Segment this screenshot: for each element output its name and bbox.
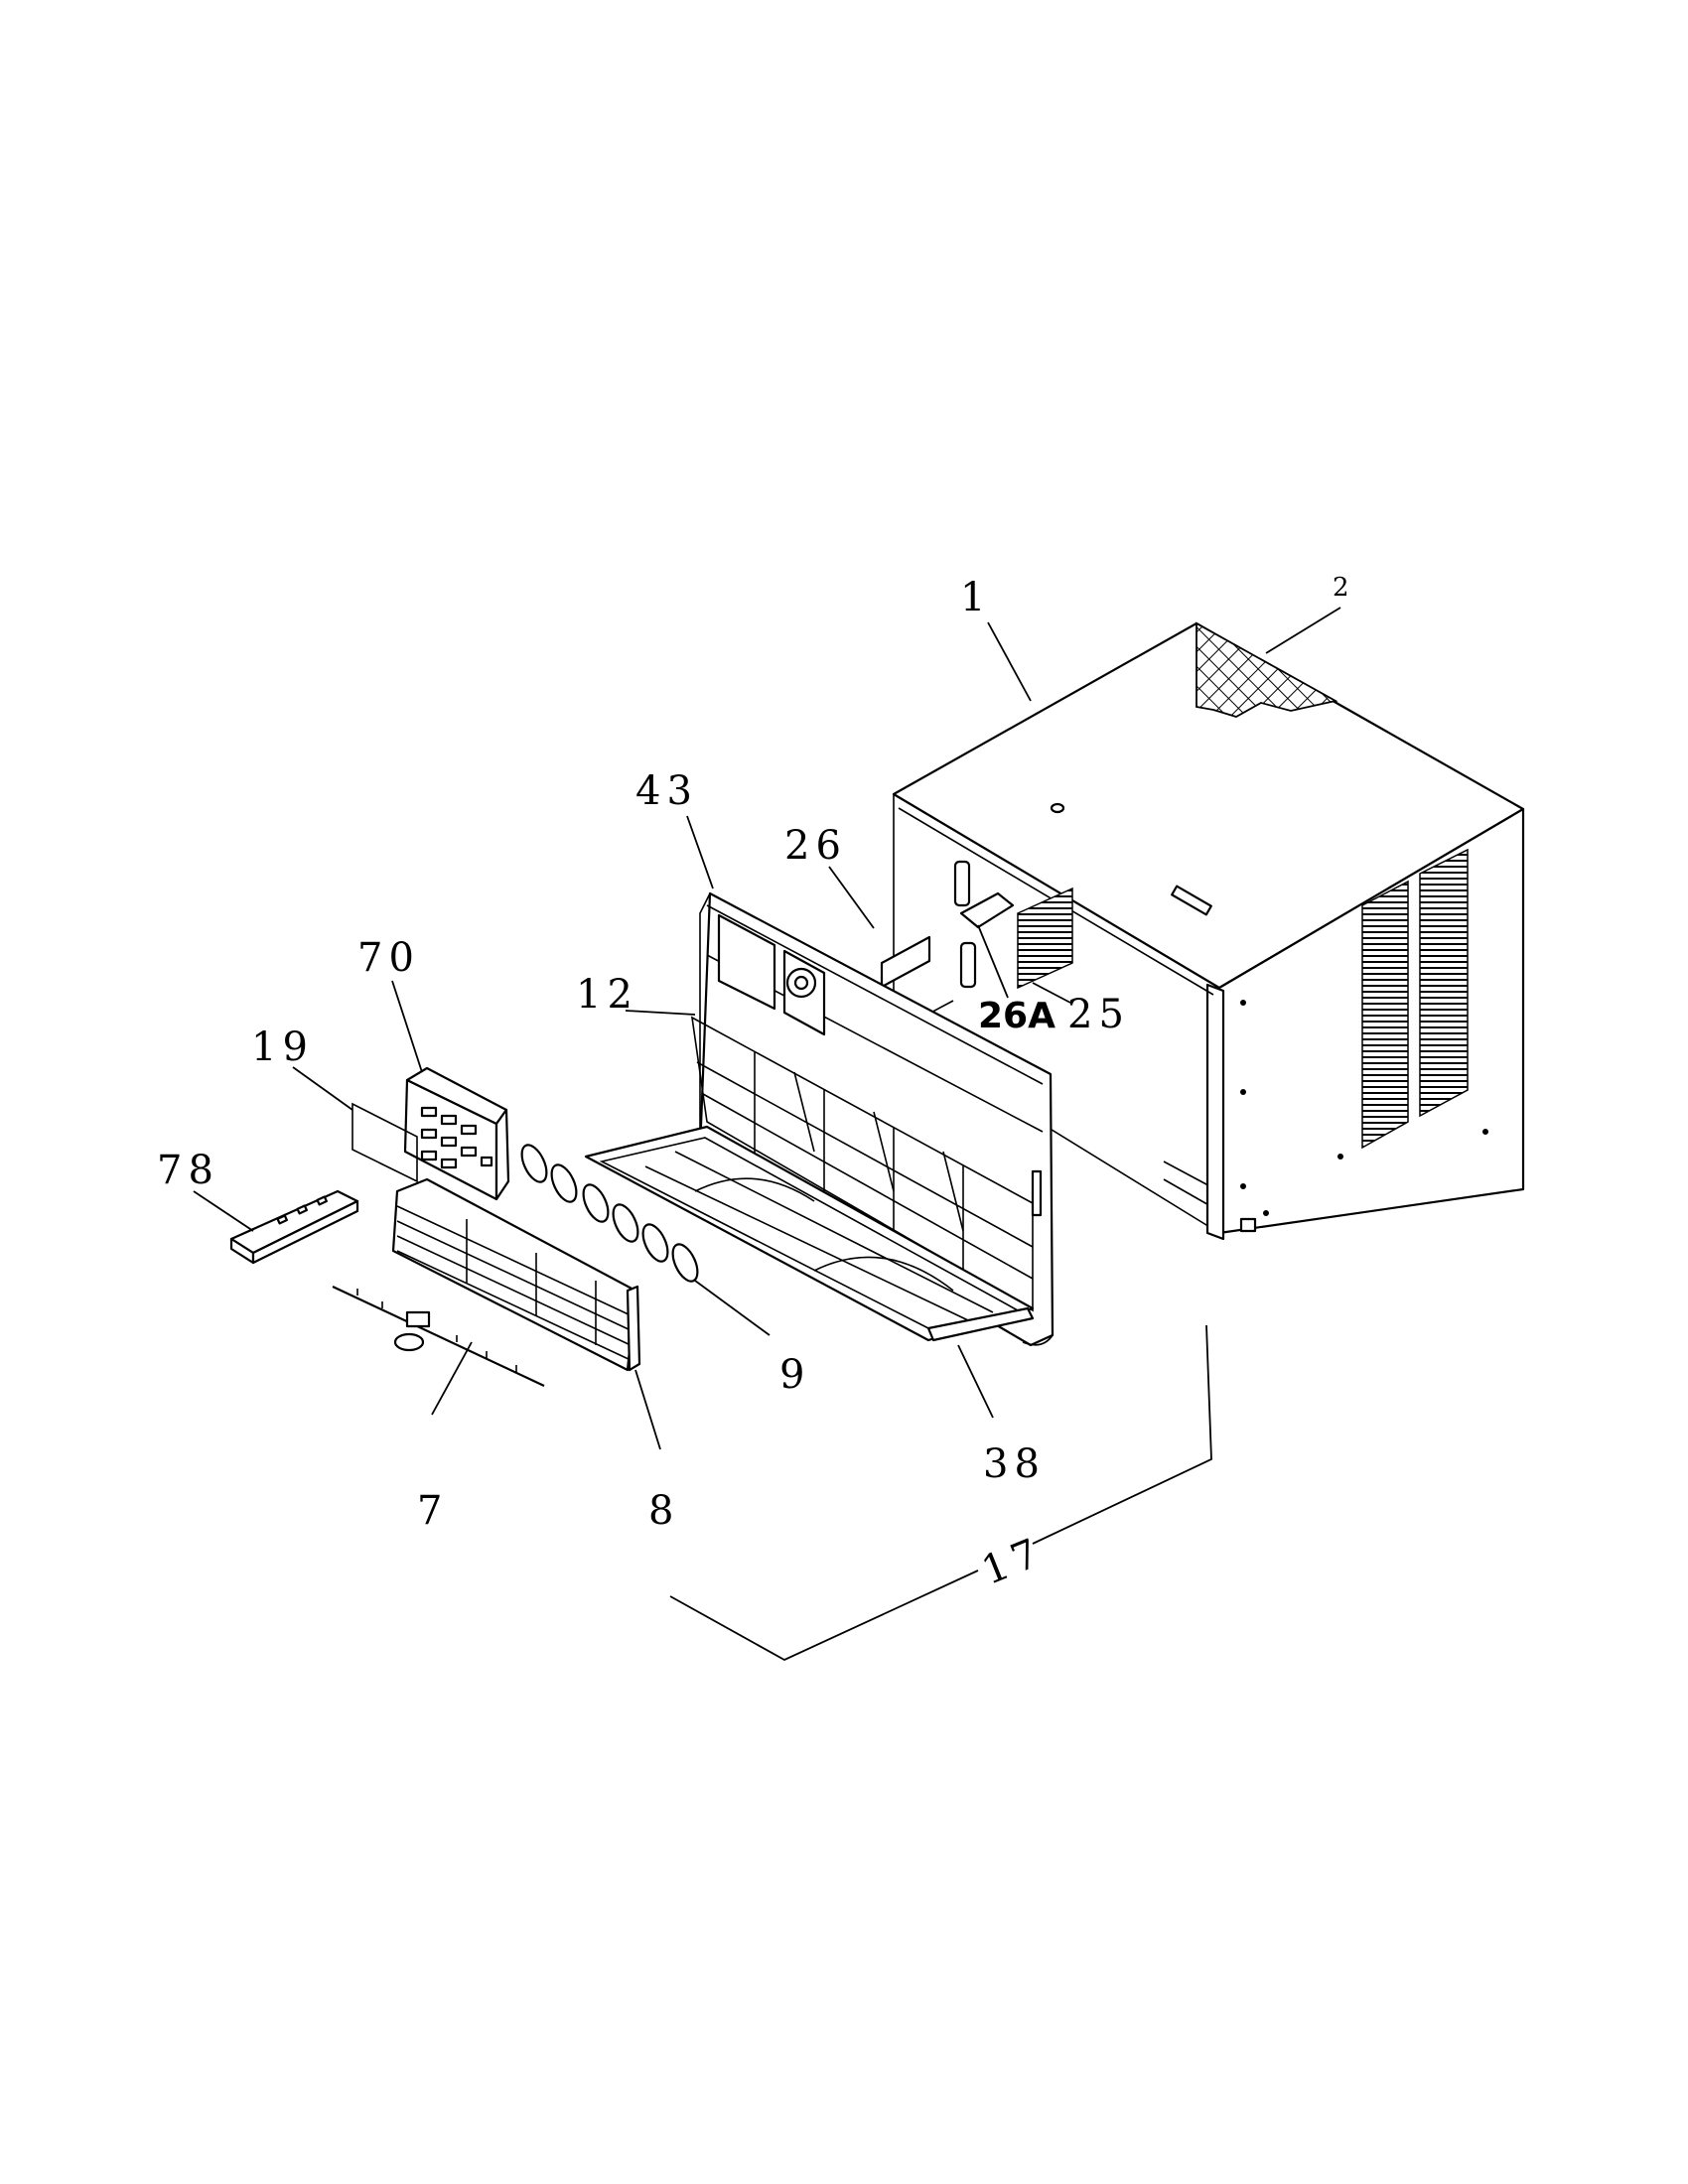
callout-8: 8 [648,1488,679,1534]
grille-tray-part [584,1125,1035,1342]
link-bar-part [332,1286,545,1387]
insulation-mesh-part [1196,621,1338,718]
callout-78: 78 [157,1148,219,1193]
louvers-part [520,1144,699,1283]
air-deflector-part [391,1177,641,1372]
callout-9: 9 [779,1352,810,1398]
callout-26a: 26A [978,996,1055,1036]
cabinet-part [880,621,1525,1241]
callout-19: 19 [251,1024,314,1070]
leader-lines [193,607,1341,1662]
callout-38: 38 [983,1441,1046,1487]
callout-7: 7 [417,1488,448,1534]
callout-2: 2 [1333,573,1349,603]
callout-1: 1 [960,575,991,620]
label-sticker-part [352,1102,418,1183]
filter-part [690,1016,1034,1312]
callout-43: 43 [635,768,698,814]
remote-control-part [229,1189,359,1265]
control-panel-part [403,1066,510,1201]
callout-26: 26 [784,823,847,869]
callout-17: 17 [975,1529,1051,1594]
callout-70: 70 [357,935,420,981]
callout-25: 25 [1067,992,1130,1037]
callout-12: 12 [576,972,638,1018]
